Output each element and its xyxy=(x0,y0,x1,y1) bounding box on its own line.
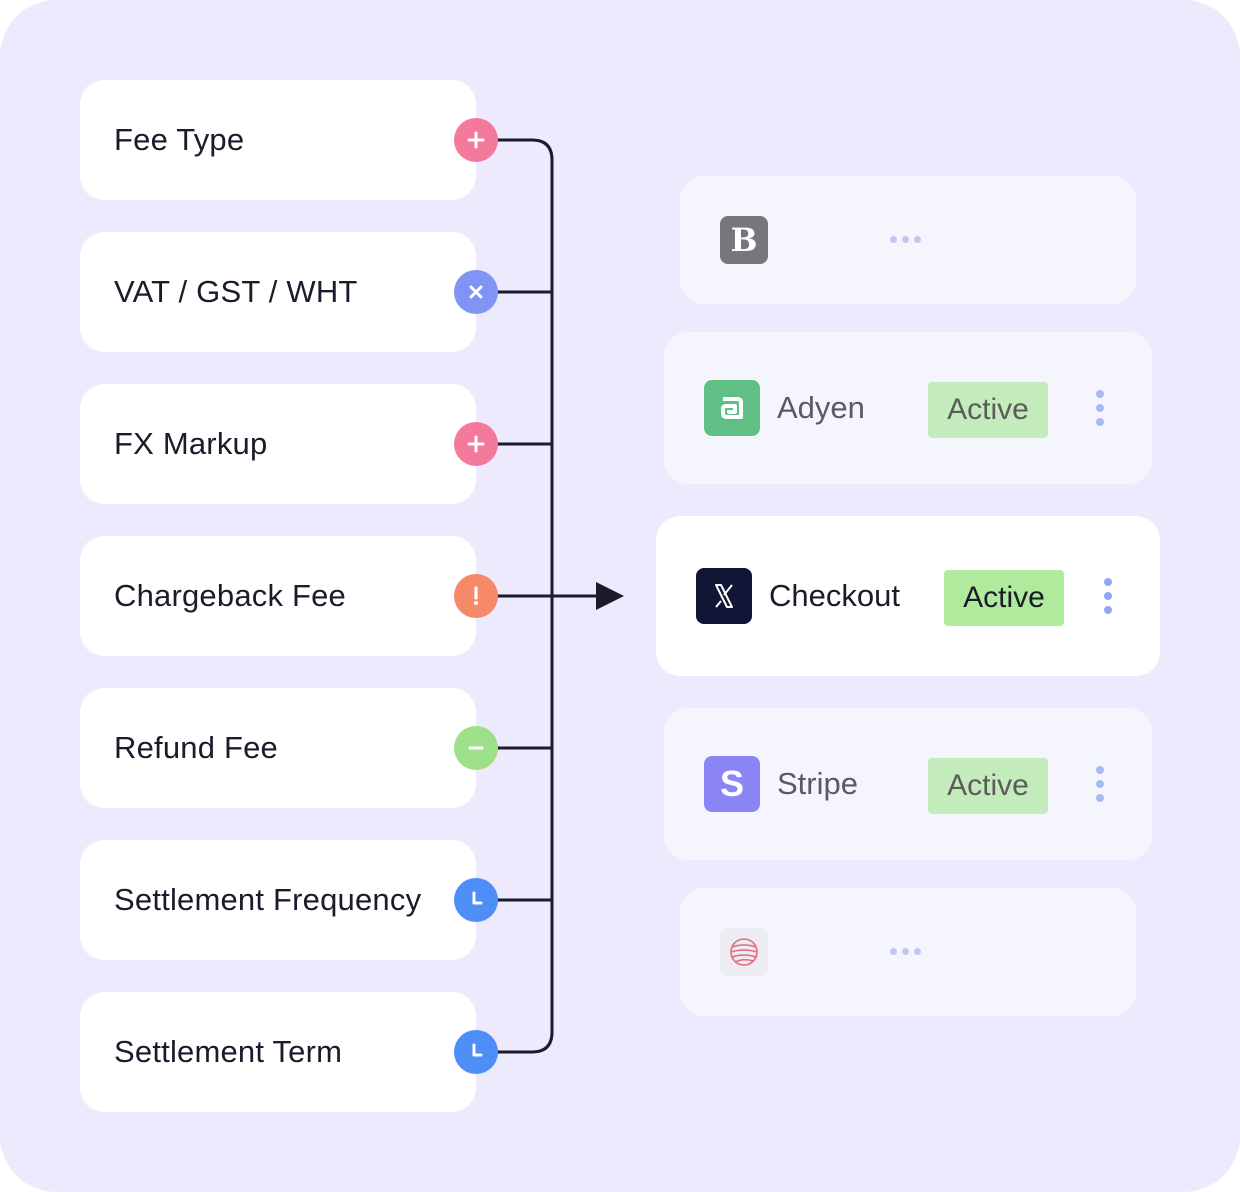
plus-icon[interactable] xyxy=(454,422,498,466)
clock-icon[interactable] xyxy=(454,1030,498,1074)
more-options-icon[interactable] xyxy=(1095,390,1105,426)
fee-label: Settlement Term xyxy=(114,1034,343,1069)
provider-card-stripe[interactable]: S Stripe Active xyxy=(664,708,1152,860)
provider-b-logo-icon: B xyxy=(720,216,768,264)
adyen-logo-icon xyxy=(704,380,760,436)
fee-card-chargeback-fee[interactable]: Chargeback Fee xyxy=(80,536,498,656)
fee-label: Fee Type xyxy=(114,122,245,157)
clock-icon[interactable] xyxy=(454,878,498,922)
arrow-head xyxy=(596,582,624,610)
provider-card-faded-bottom[interactable] xyxy=(680,888,1136,1016)
provider-card-faded-top[interactable]: B xyxy=(680,176,1136,304)
ellipsis-icon xyxy=(890,948,921,955)
minus-icon[interactable] xyxy=(454,726,498,770)
fee-label: VAT / GST / WHT xyxy=(114,274,358,309)
provider-card-checkout[interactable]: Checkout Active xyxy=(656,516,1160,676)
status-badge: Active xyxy=(944,570,1064,626)
fee-card-vat-gst-wht[interactable]: VAT / GST / WHT xyxy=(80,232,498,352)
fee-card-settlement-frequency[interactable]: Settlement Frequency xyxy=(80,840,498,960)
fee-label: FX Markup xyxy=(114,426,268,461)
checkout-logo-icon xyxy=(696,568,752,624)
fee-label: Settlement Frequency xyxy=(114,882,422,917)
status-badge: Active xyxy=(928,382,1048,438)
fee-card-refund-fee[interactable]: Refund Fee xyxy=(80,688,498,808)
ellipsis-icon xyxy=(890,236,921,243)
status-badge: Active xyxy=(928,758,1048,814)
more-options-icon[interactable] xyxy=(1095,766,1105,802)
fee-card-settlement-term[interactable]: Settlement Term xyxy=(80,992,498,1112)
provider-name: Adyen xyxy=(777,390,865,425)
fee-card-fx-markup[interactable]: FX Markup xyxy=(80,384,498,504)
globe-logo-icon xyxy=(720,928,768,976)
fee-label: Refund Fee xyxy=(114,730,278,765)
fee-card-fee-type[interactable]: Fee Type xyxy=(80,80,498,200)
close-icon[interactable] xyxy=(454,270,498,314)
stripe-logo-icon: S xyxy=(704,756,760,812)
fee-label: Chargeback Fee xyxy=(114,578,346,613)
provider-name: Stripe xyxy=(777,766,858,801)
connector-trunk xyxy=(497,138,554,1054)
exclamation-icon[interactable] xyxy=(454,574,498,618)
more-options-icon[interactable] xyxy=(1103,578,1113,614)
provider-card-adyen[interactable]: Adyen Active xyxy=(664,332,1152,484)
plus-icon[interactable] xyxy=(454,118,498,162)
provider-name: Checkout xyxy=(769,578,900,613)
